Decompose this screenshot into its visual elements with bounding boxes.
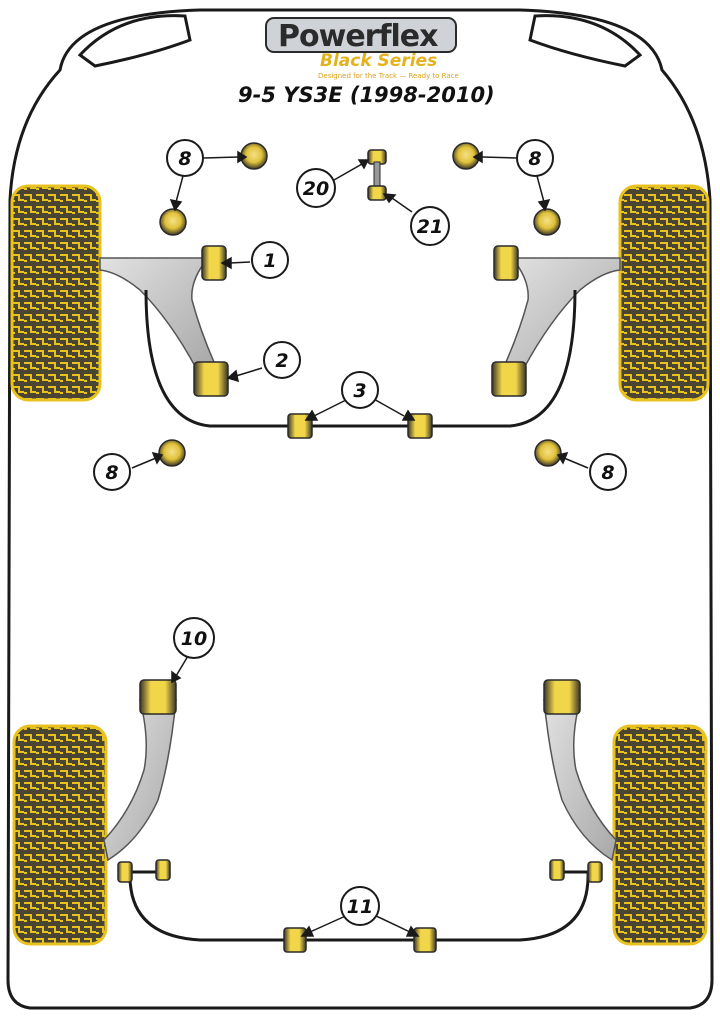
mount-8-mid-right (534, 439, 562, 467)
bushes (117, 149, 603, 953)
bush-rear-link-right-b (587, 861, 603, 883)
mount-8-mid-left (158, 439, 186, 467)
svg-text:3: 3 (353, 380, 366, 402)
callout-3: 3 (341, 371, 379, 409)
svg-text:1: 1 (263, 250, 276, 272)
callout-8-front-right: 8 (516, 139, 554, 177)
round-mounts (158, 142, 562, 467)
svg-text:10: 10 (181, 628, 207, 650)
callout-10: 10 (173, 617, 215, 659)
callout-8-mid-left: 8 (93, 453, 131, 491)
bush-rear-link-right-a (549, 859, 565, 881)
left-headlamp-shape (77, 14, 192, 68)
rear-upper-arms (103, 699, 617, 862)
svg-text:2: 2 (275, 350, 288, 372)
callout-11: 11 (340, 886, 380, 926)
model-title: 9-5 YS3E (1998-2010) (238, 83, 495, 107)
callout-8-front-left: 8 (166, 139, 204, 177)
svg-text:8: 8 (528, 148, 541, 170)
callout-20: 20 (296, 168, 336, 208)
mount-8-front-right-lower (533, 208, 561, 236)
callout-21: 21 (410, 206, 450, 246)
svg-text:20: 20 (303, 178, 329, 200)
svg-text:11: 11 (347, 896, 373, 918)
rear-right-tyre (612, 724, 708, 946)
front-antiroll-bar (144, 289, 577, 428)
bush-11-right (413, 927, 437, 953)
svg-text:8: 8 (178, 148, 191, 170)
bush-rear-link-left-b (155, 859, 171, 881)
bush-2-left (193, 361, 229, 397)
logo-tagline: Designed for the Track — Ready to Race (318, 72, 459, 80)
callout-badges: 8 8 8 8 1 2 3 20 (93, 139, 627, 926)
svg-text:8: 8 (601, 462, 614, 484)
bush-21-link-bottom (367, 185, 387, 201)
callout-1: 1 (251, 241, 289, 279)
bush-10-right (543, 679, 581, 715)
bush-10-left (139, 679, 177, 715)
mount-8-front-left-lower (159, 208, 187, 236)
tyres (10, 184, 710, 946)
svg-text:21: 21 (417, 216, 443, 238)
front-right-tyre (618, 184, 710, 402)
callout-8-mid-right: 8 (589, 453, 627, 491)
front-left-tyre (10, 184, 102, 402)
brand-logo: Powerflex Black Series Designed for the … (265, 17, 459, 80)
bush-rear-link-left-a (117, 861, 133, 883)
logo-brand-text: Powerflex (278, 19, 438, 54)
bush-11-left (283, 927, 307, 953)
svg-text:8: 8 (105, 462, 118, 484)
logo-series-text: Black Series (320, 51, 437, 71)
right-headlamp-shape (528, 14, 643, 68)
bush-2-right (491, 361, 527, 397)
bush-1-right (493, 245, 519, 281)
rear-left-tyre (12, 724, 108, 946)
rear-left-upper-arm (103, 699, 177, 862)
rear-right-upper-arm (543, 699, 617, 862)
callout-2: 2 (263, 341, 301, 379)
